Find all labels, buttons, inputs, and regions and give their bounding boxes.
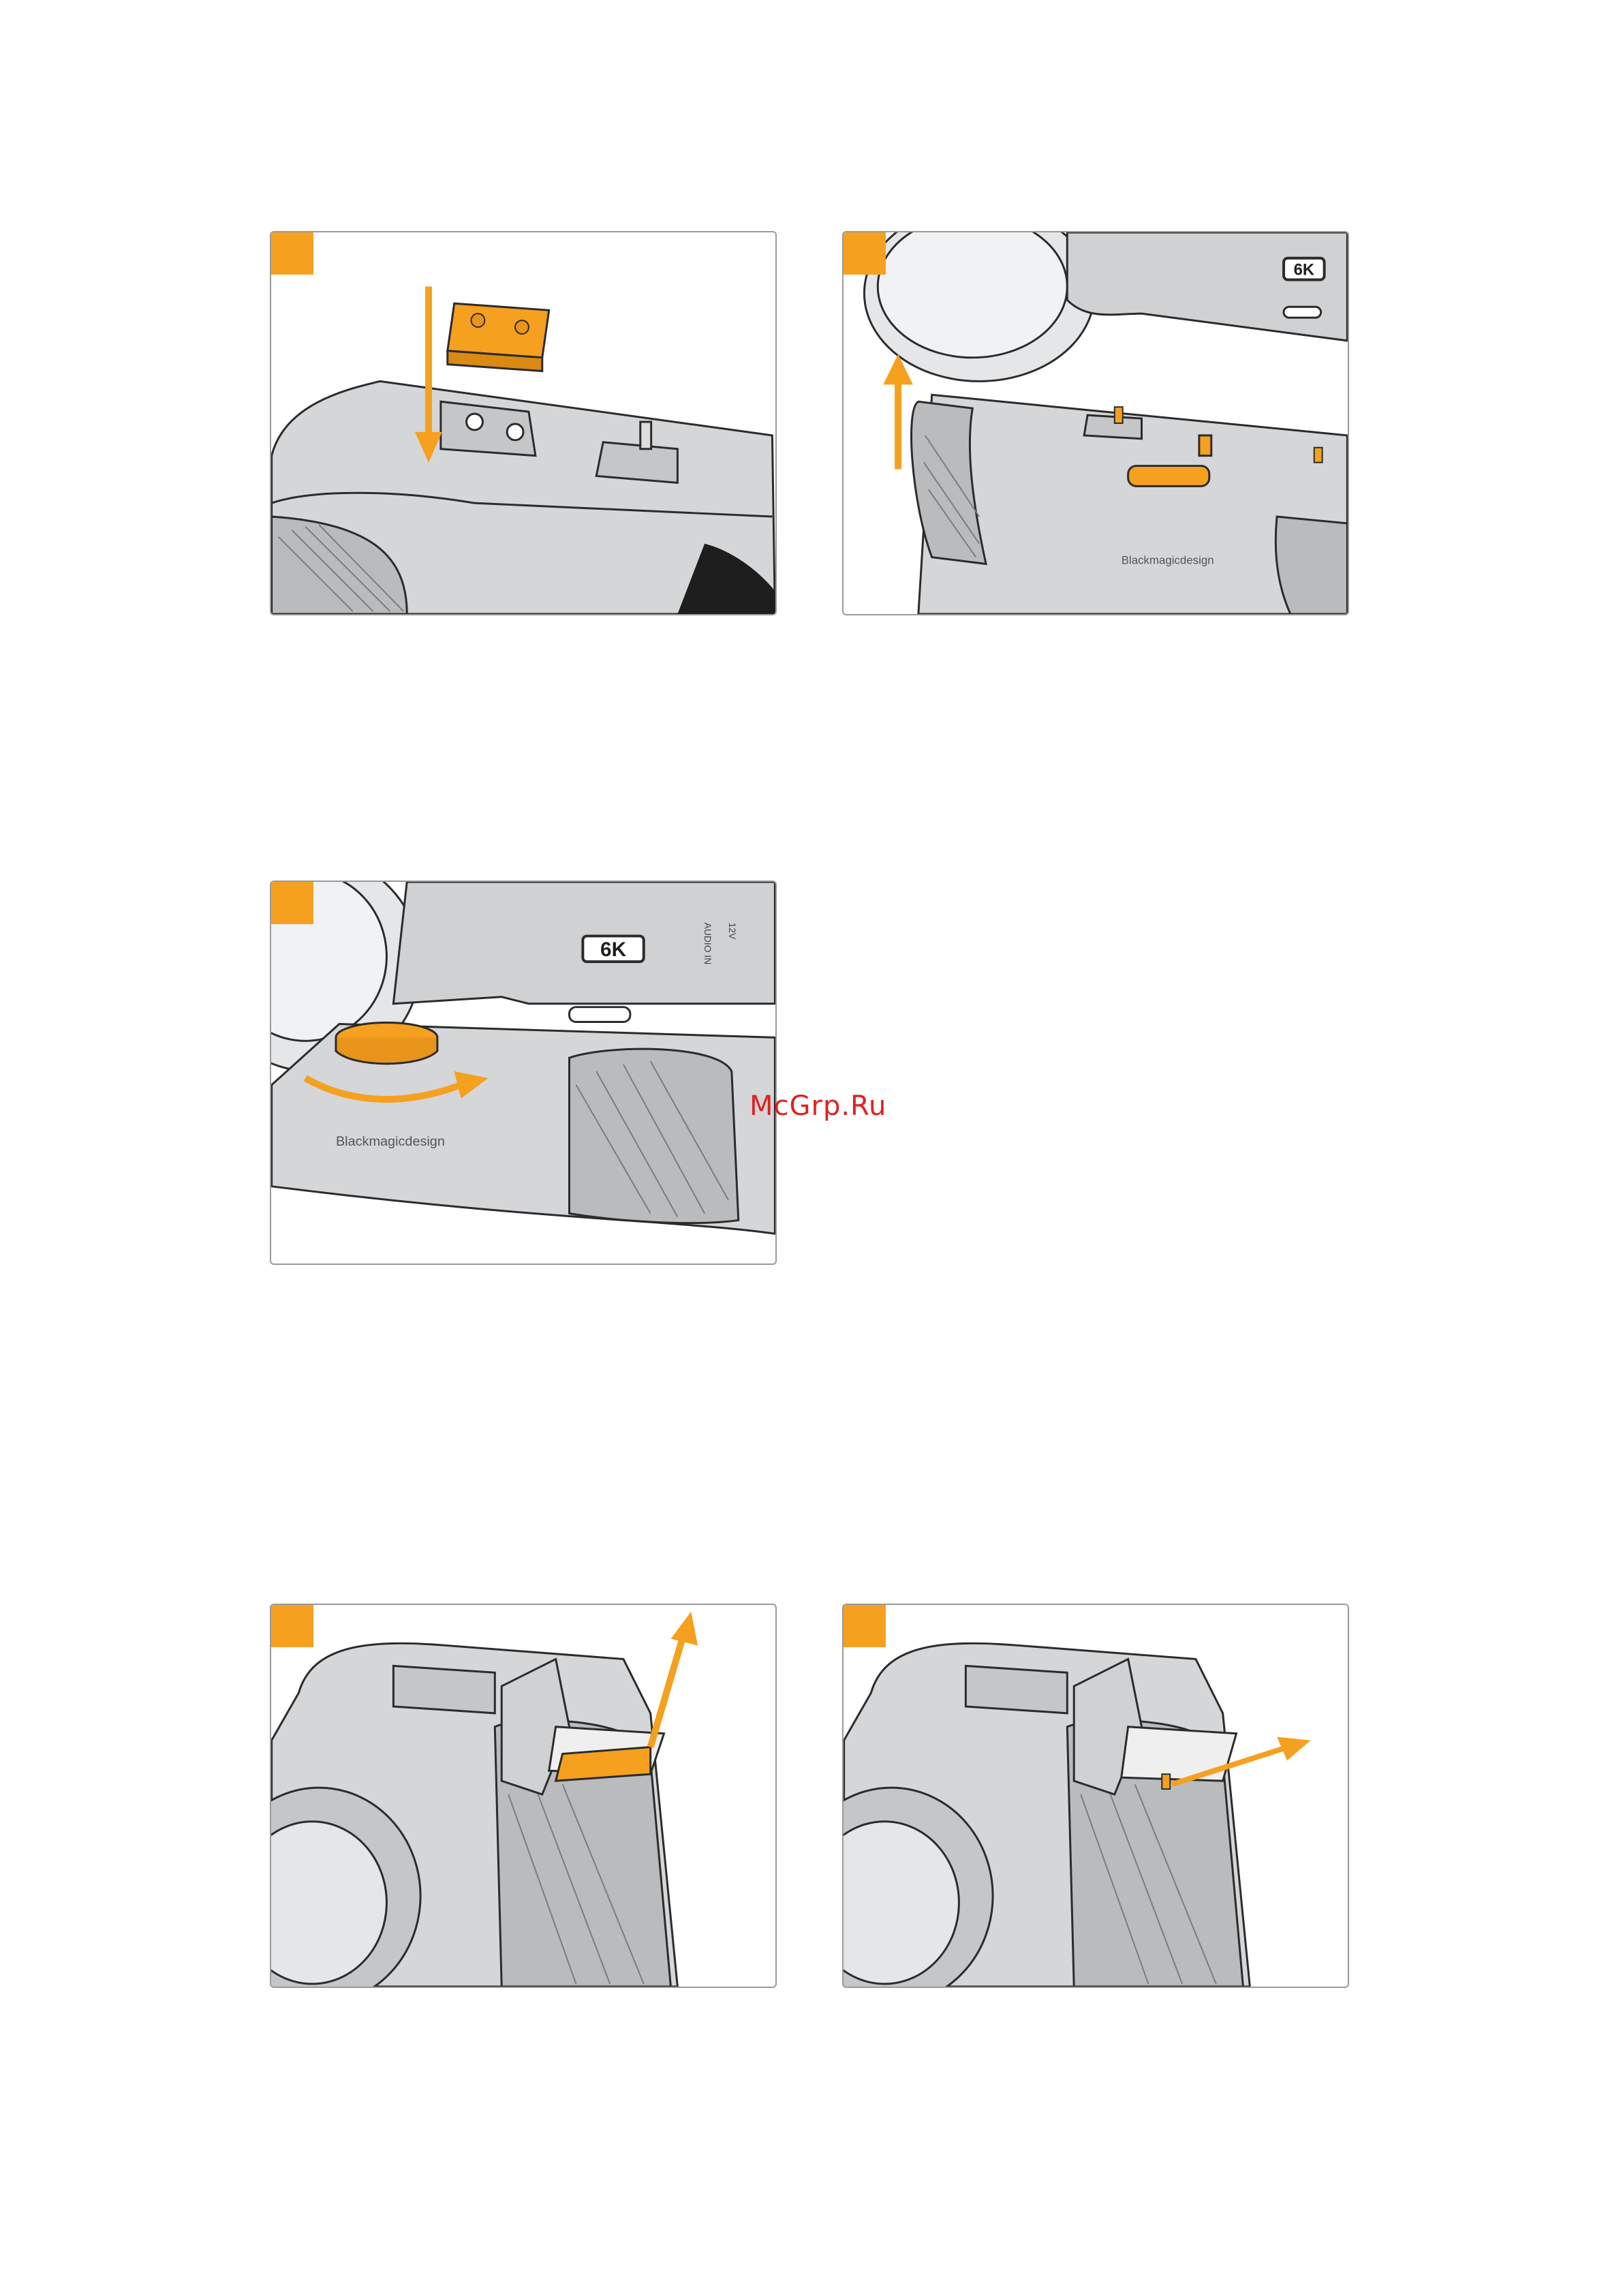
figure-step-2: 6K Blackmagicdesign	[842, 231, 1349, 615]
figure-step-5	[842, 1604, 1349, 1988]
battery-removal-illustration	[271, 1605, 775, 1987]
figure-step-4	[270, 1604, 777, 1988]
step-marker-icon	[271, 232, 313, 275]
port-label-audio-in: AUDIO IN	[702, 923, 713, 965]
model-badge: 6K	[1294, 261, 1314, 279]
model-badge: 6K	[600, 938, 627, 961]
step-marker-icon	[271, 1605, 313, 1647]
thumbwheel-tighten-illustration: 6K AUDIO IN 12V Blackmagicdesign	[271, 882, 775, 1264]
brand-logo-text: Blackmagicdesign	[336, 1134, 445, 1149]
brand-logo-text: Blackmagicdesign	[1122, 554, 1214, 567]
port-label-12v: 12V	[727, 923, 738, 940]
step-marker-icon	[844, 1605, 886, 1647]
watermark-text: McGrp.Ru	[749, 1090, 886, 1122]
camera-removal-illustration: 6K Blackmagicdesign	[844, 232, 1348, 614]
figure-step-1	[270, 231, 777, 615]
figure-step-3: 6K AUDIO IN 12V Blackmagicdesign	[270, 881, 777, 1265]
grip-cover-illustration	[271, 232, 775, 614]
step-marker-icon	[844, 232, 886, 275]
battery-door-illustration	[844, 1605, 1348, 1987]
step-marker-icon	[271, 882, 313, 924]
